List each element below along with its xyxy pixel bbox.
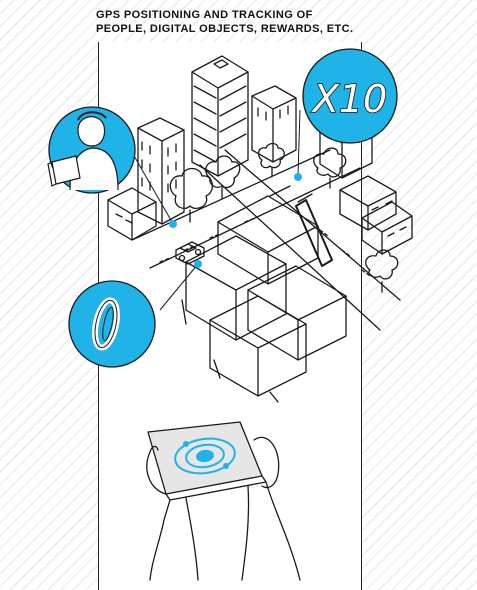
person-with-phone-icon: [48, 107, 135, 193]
stepped-foreground-block: [182, 186, 346, 402]
street-lines: [132, 150, 400, 330]
phone-in-hands: [147, 422, 300, 580]
multiplier-label: X10: [311, 77, 387, 121]
tall-tower-building: [192, 56, 248, 176]
ring-icon: [69, 281, 155, 367]
right-row-houses: [340, 176, 412, 254]
multiplier-callout: X10: [303, 49, 397, 143]
